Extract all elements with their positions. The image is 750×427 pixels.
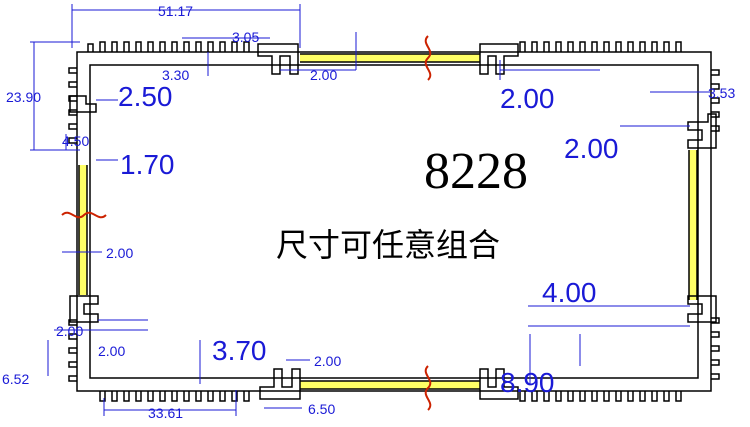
left-fins-upper: [68, 67, 77, 144]
left-slot-upper: [69, 95, 97, 113]
right-fins-lower: [711, 317, 720, 380]
right-fins-upper: [711, 69, 720, 132]
dim-bottom-slot-offset: 6.50: [308, 401, 335, 417]
dim-right-top-slot: 2.00: [500, 83, 555, 114]
dimension-labels: 51.17 3.05 3.30 2.00 23.90 2.50 4.50 1.7…: [2, 3, 735, 421]
top-fins-right: [519, 41, 682, 52]
right-fins: [687, 69, 720, 380]
right-slot-upper: [687, 113, 717, 149]
dim-left-lower-slot-a: 2.00: [56, 323, 83, 339]
bottom-slot-left: [259, 368, 301, 400]
dim-overall-height: 23.90: [6, 89, 41, 105]
top-extension-band: [300, 54, 480, 62]
dim-bottom-fin-span: 33.61: [148, 405, 183, 421]
bottom-slot-right: [479, 368, 519, 400]
dim-overall-width: 51.17: [158, 3, 193, 19]
right-slot-lower: [687, 295, 717, 323]
dim-top-slot-depth: 3.30: [162, 67, 189, 83]
model-number: 8228: [424, 143, 528, 200]
dim-right-mid-slot: 2.00: [564, 133, 619, 164]
dim-right-rail-width: 4.00: [542, 277, 597, 308]
extension-bands: [79, 54, 697, 389]
outer-wall: [76, 51, 712, 392]
top-slot-right: [479, 43, 519, 75]
dim-right-bottom-height: 8.90: [500, 367, 555, 398]
dim-left-lower-slot-b: 2.00: [98, 343, 125, 359]
dim-left-wall-thickness: 1.70: [120, 149, 175, 180]
dim-left-lower-height: 6.52: [2, 371, 29, 387]
top-slot-left: [257, 43, 299, 75]
bottom-extension-band: [300, 381, 480, 389]
bottom-fins-right: [519, 391, 682, 402]
break-marks: [61, 35, 432, 411]
slogan-text: 尺寸可任意组合: [276, 226, 500, 264]
dim-top-slot-width: 2.00: [310, 67, 337, 83]
dim-bottom-slot-width: 2.00: [314, 353, 341, 369]
bottom-fins: [99, 368, 682, 402]
left-extension-band: [79, 165, 87, 295]
left-fins: [68, 67, 99, 382]
dimension-lines: [30, 4, 710, 416]
dim-left-mid-gap: 2.00: [106, 245, 133, 261]
bottom-fins-left: [99, 391, 250, 402]
profile-outline: [68, 41, 720, 402]
inner-wall: [89, 64, 699, 379]
dim-right-top-offset: 3.53: [708, 85, 735, 101]
left-slot-lower: [69, 295, 99, 323]
dim-top-fin-gap: 3.05: [232, 29, 259, 45]
top-break-mark: [424, 35, 432, 81]
dim-bottom-slot-depth: 3.70: [212, 335, 267, 366]
left-fins-lower: [68, 319, 77, 382]
top-fins: [87, 41, 682, 75]
dim-left-rail-offset: 2.50: [118, 81, 173, 112]
top-fins-left: [87, 41, 250, 52]
bottom-break-mark: [424, 365, 432, 411]
left-break-mark: [61, 211, 107, 219]
dim-left-wall-depth: 4.50: [62, 133, 89, 149]
right-extension-band: [689, 150, 697, 300]
